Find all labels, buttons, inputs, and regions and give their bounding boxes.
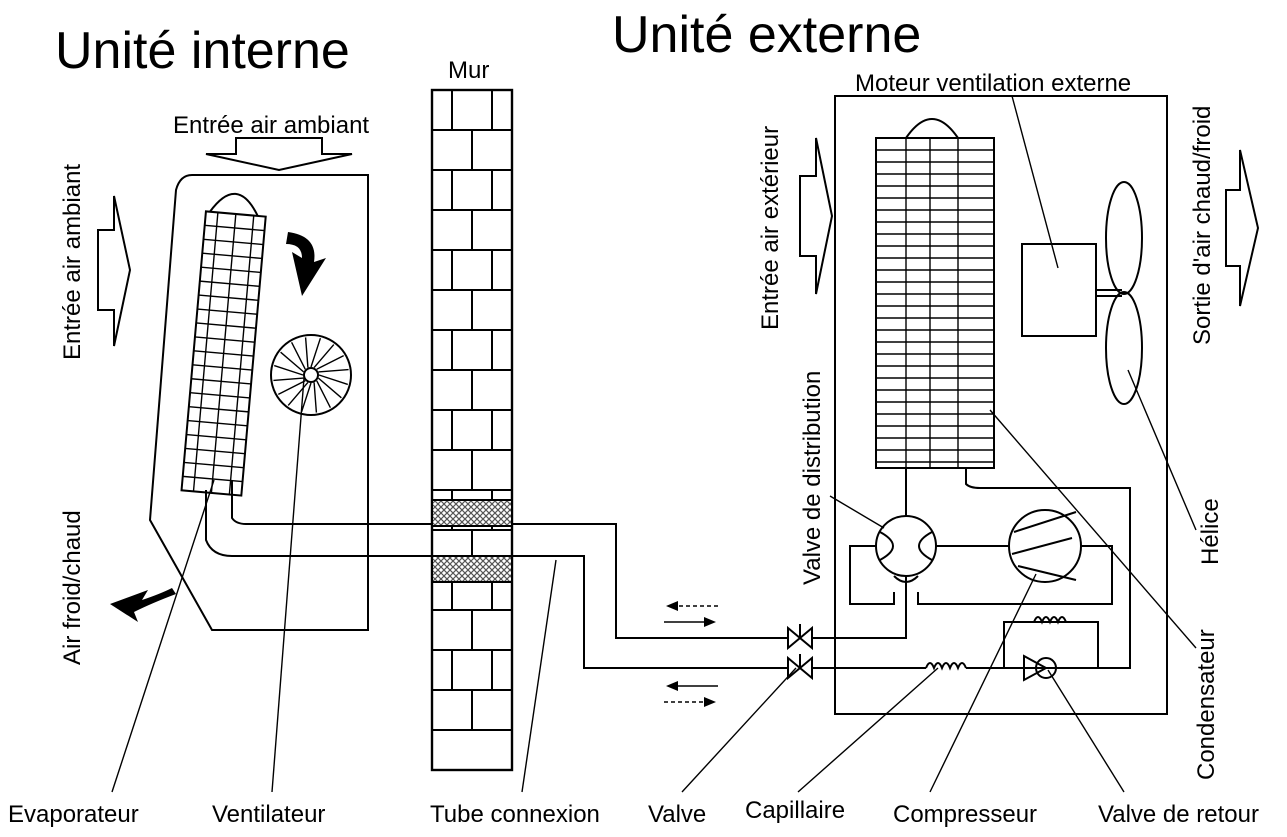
compressor-label: Compresseur <box>893 801 1037 828</box>
service-valve-lower <box>787 654 813 681</box>
indoor-unit-title: Unité interne <box>55 22 350 80</box>
fan-motor-leader <box>1011 95 1059 269</box>
valve-label: Valve <box>648 801 706 828</box>
valve-leader <box>681 667 797 793</box>
distribution-valve <box>875 515 937 577</box>
flow-arrows-upper <box>664 601 718 627</box>
connecting-tube-lower <box>512 555 788 669</box>
propeller-blade-lower <box>1105 291 1143 405</box>
wall-seal-lower <box>431 555 513 583</box>
connecting-tubes <box>512 523 813 707</box>
indoor-air-out-arrow <box>110 588 176 622</box>
fan-leader <box>271 377 305 793</box>
condenser-to-return-pipe <box>965 468 1131 669</box>
propeller-leader <box>1127 369 1197 531</box>
indoor-pipe-lower <box>205 490 432 557</box>
indoor-airflow-arrow <box>286 232 326 296</box>
valve-to-service-pipe <box>812 576 907 639</box>
compressor-leader <box>929 573 1037 793</box>
wall-seal-upper <box>431 499 513 527</box>
return-valve-label: Valve de retour <box>1098 801 1259 828</box>
propeller-blade-upper <box>1105 181 1143 295</box>
outdoor-unit: Entrée air extérieur Sortie d'air chaud/… <box>757 70 1260 780</box>
connecting-tube-leader <box>521 559 557 793</box>
indoor-fan <box>270 334 352 416</box>
distribution-valve-leader <box>829 495 885 529</box>
capillary-leader <box>797 667 939 793</box>
outdoor-housing <box>834 95 1168 715</box>
flow-arrows-lower <box>664 681 718 707</box>
wall: Mur <box>430 57 514 772</box>
fan-label: Ventilateur <box>212 801 325 828</box>
return-valve <box>1023 654 1068 682</box>
indoor-pipe-upper <box>231 480 432 525</box>
outdoor-unit-title: Unité externe <box>612 6 921 64</box>
return-valve-leader <box>1047 669 1125 793</box>
wall-label: Mur <box>448 57 489 84</box>
indoor-housing <box>148 174 369 631</box>
propeller-label: Hélice <box>1197 498 1224 565</box>
condenser-leader <box>989 409 1197 649</box>
indoor-top-intake-arrow <box>205 137 353 172</box>
compressor <box>1008 509 1082 583</box>
evaporator-leader <box>111 479 215 793</box>
indoor-top-intake-label: Entrée air ambiant <box>173 112 369 139</box>
evaporator-label: Evaporateur <box>8 801 139 828</box>
capillary-coil <box>925 662 967 671</box>
capillary-label: Capillaire <box>745 797 845 824</box>
outdoor-outlet-label: Sortie d'air chaud/froid <box>1189 106 1216 345</box>
indoor-left-intake-arrow <box>97 195 132 347</box>
indoor-air-out-label: Air froid/chaud <box>59 510 86 665</box>
service-valve-upper <box>787 624 813 651</box>
outdoor-fan-motor <box>1021 243 1097 337</box>
connecting-tube-label: Tube connexion <box>430 801 600 828</box>
connecting-tube-upper <box>512 523 788 639</box>
outdoor-intake-arrow <box>799 137 834 295</box>
condenser-label: Condensateur <box>1193 629 1220 780</box>
distribution-valve-label: Valve de distribution <box>799 371 826 585</box>
indoor-unit: Entrée air ambiant Entrée air ambiant Ai… <box>59 112 432 665</box>
bottom-labels: Evaporateur Ventilateur Tube connexion V… <box>8 377 1259 828</box>
evaporator-coil <box>180 192 267 497</box>
outdoor-fan-motor-label: Moteur ventilation externe <box>855 70 1131 97</box>
condenser-coil <box>875 118 995 469</box>
indoor-left-intake-label: Entrée air ambiant <box>59 164 86 360</box>
outdoor-outlet-arrow <box>1225 149 1260 307</box>
outdoor-intake-label: Entrée air extérieur <box>757 126 784 330</box>
